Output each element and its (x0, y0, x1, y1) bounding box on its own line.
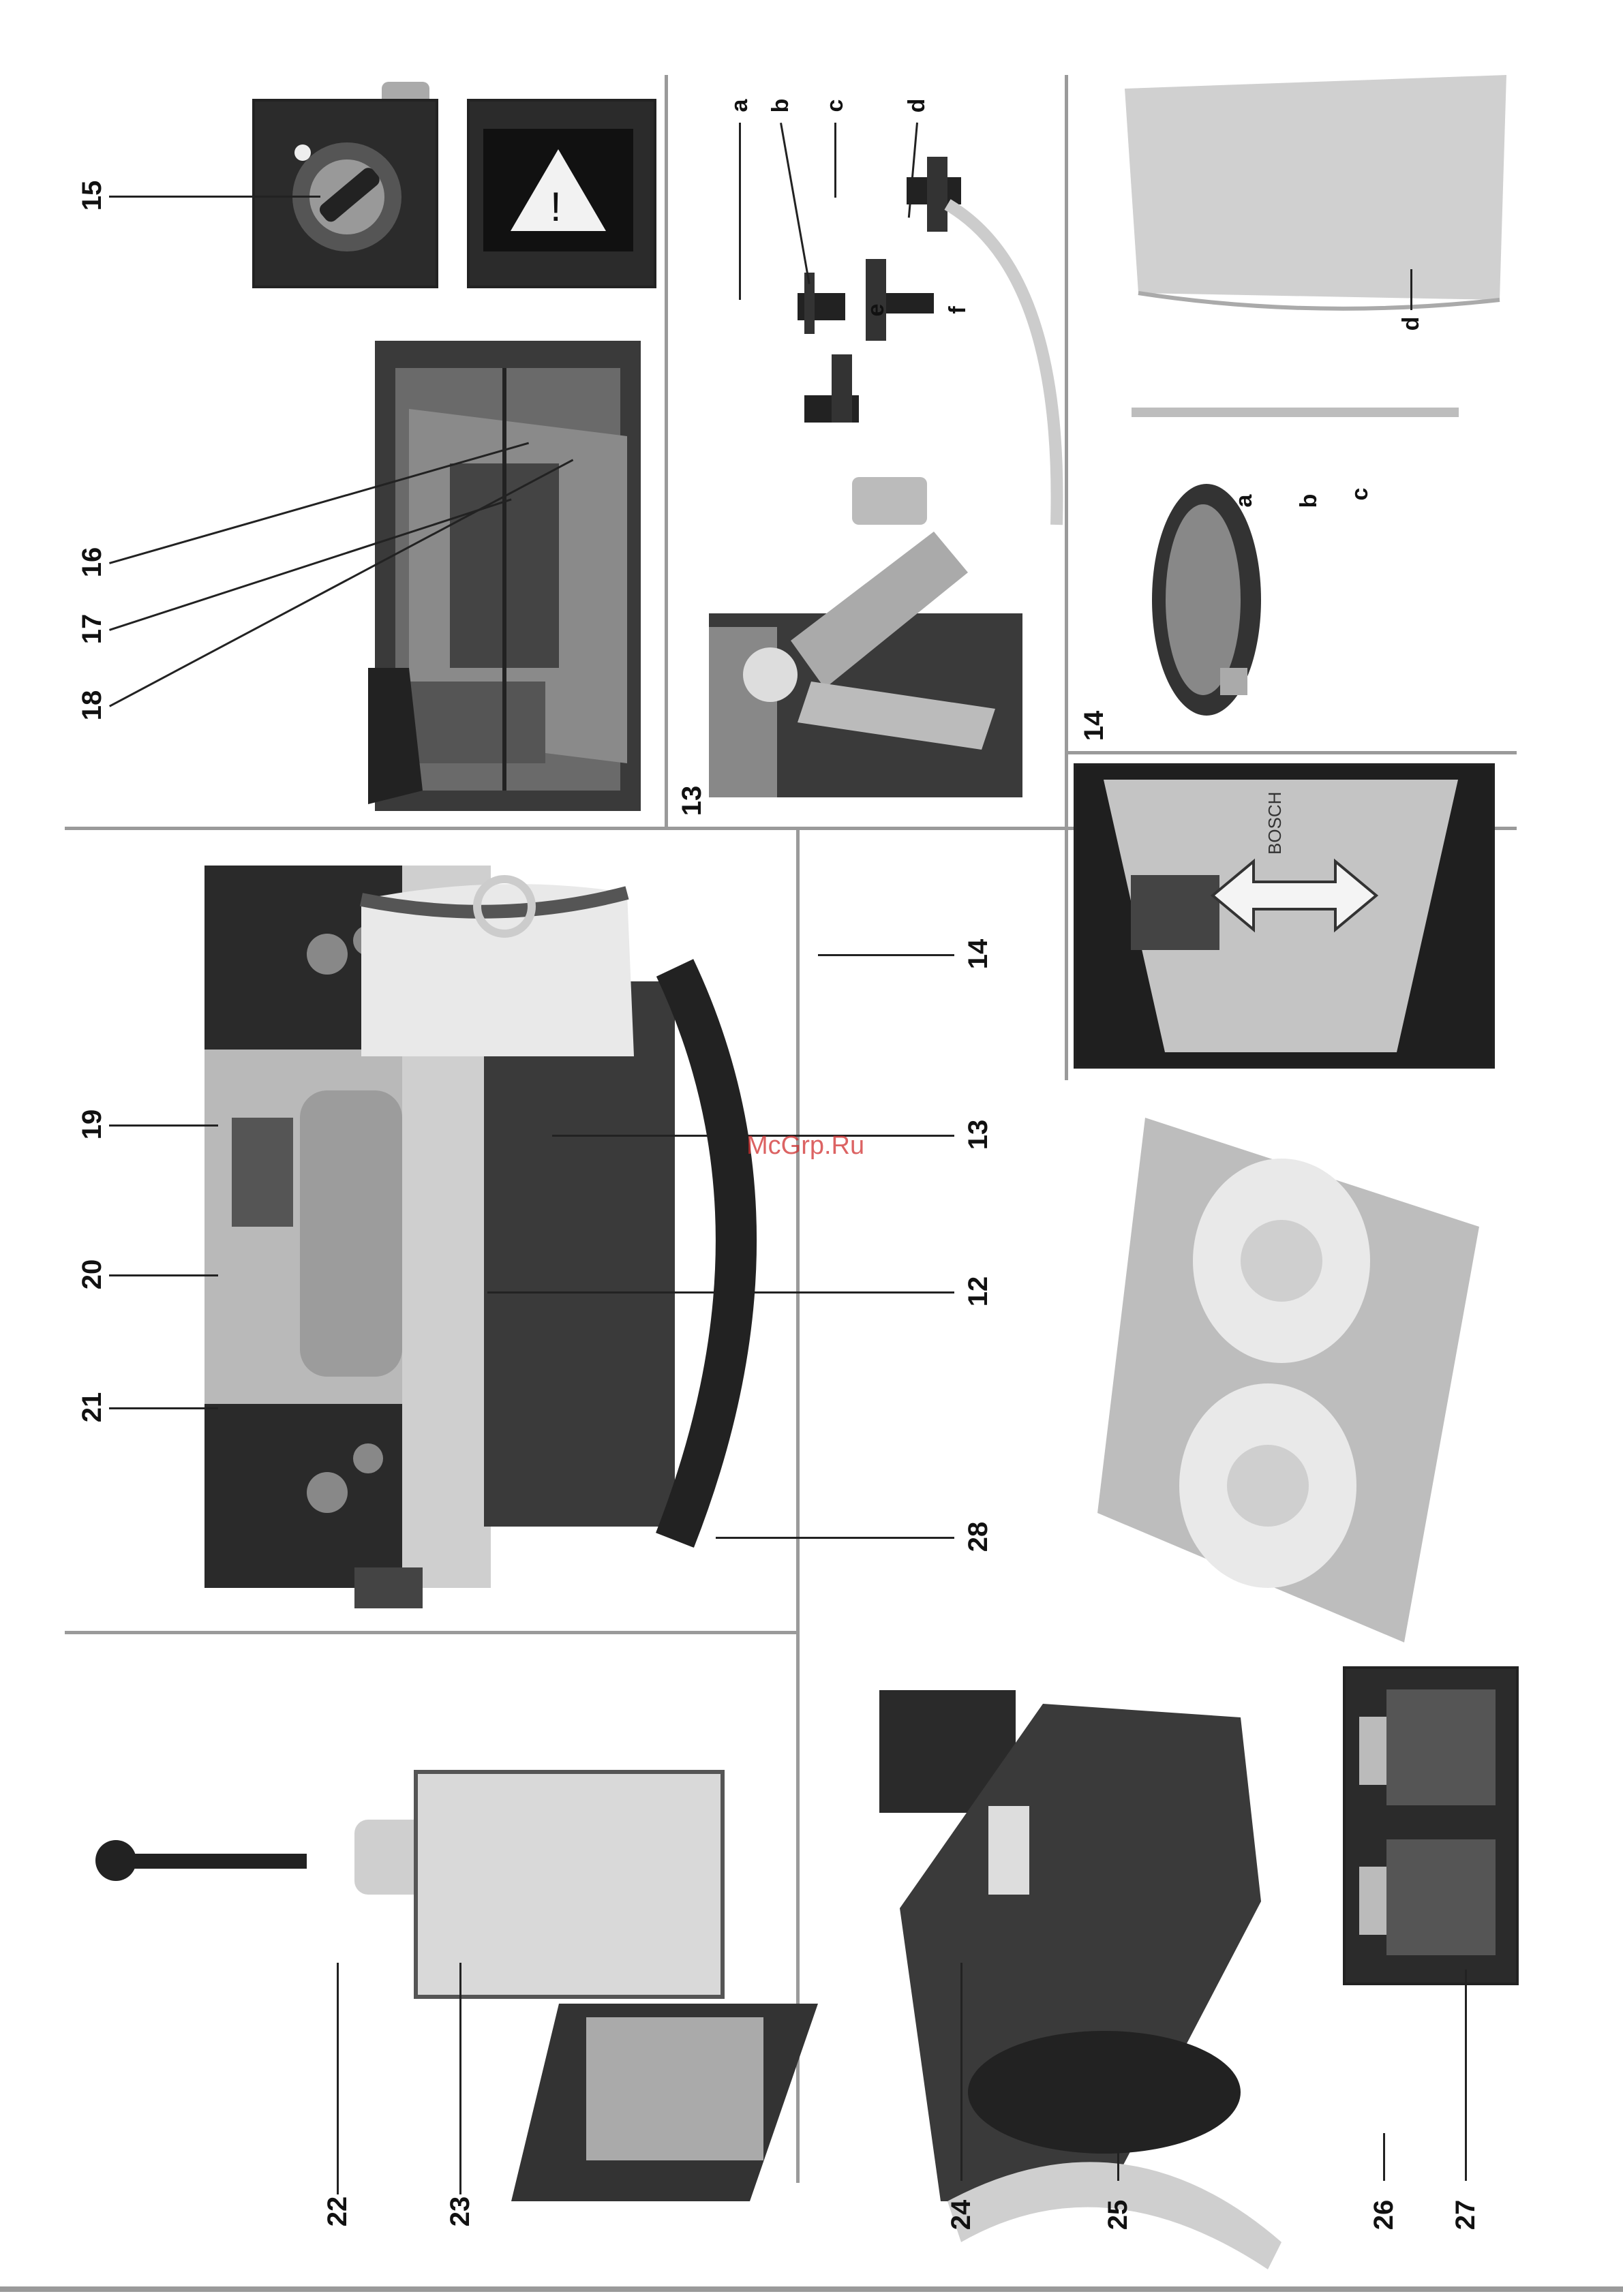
grounds-container-illustration (818, 1683, 1295, 2276)
leader-22 (337, 1963, 339, 2194)
figure-label-14: 14 (1077, 699, 1111, 753)
container-illustration (1118, 75, 1513, 307)
callout-18: 18 (75, 678, 109, 733)
figure-label-13: 13 (675, 774, 709, 828)
cup-tray-illustration (1084, 1104, 1493, 1649)
milk-cup-illustration (354, 859, 641, 1063)
callout-e: e (859, 283, 893, 337)
drawer-warning-icon: ! (470, 102, 654, 286)
callout-17: 17 (75, 602, 109, 656)
leader-21 (109, 1407, 218, 1409)
separator-right-lower (1065, 753, 1068, 1080)
callout-28: 28 (961, 1510, 995, 1564)
callout-14-b: b (1292, 474, 1326, 528)
callout-14: 14 (961, 927, 995, 981)
frother-photo (709, 532, 1022, 797)
leader-14-d (1410, 269, 1412, 310)
inset-drawer: ! (467, 99, 656, 288)
leader-19 (109, 1124, 218, 1127)
callout-19: 19 (75, 1097, 109, 1152)
callout-14-a: a (1227, 474, 1261, 528)
leader-15 (109, 196, 320, 198)
inset-rotary-knob (252, 99, 438, 288)
lid-illustration (1132, 477, 1295, 722)
water-tank-illustration (68, 1758, 798, 2276)
leader-c (834, 123, 836, 198)
inset-brew-units (1343, 1666, 1519, 1985)
frother-parts (723, 136, 1077, 545)
callout-21: 21 (75, 1380, 109, 1435)
separator-bottom (0, 2286, 1623, 2292)
separator-right-mid (1067, 751, 1517, 754)
leader-27 (1465, 1970, 1467, 2181)
leader-23 (459, 1963, 461, 2194)
leader-14 (818, 954, 954, 956)
separator-top-col1 (665, 75, 668, 828)
tube-rod (1132, 408, 1459, 417)
callout-14-c: c (1343, 467, 1377, 521)
callout-26: 26 (1367, 2188, 1401, 2242)
callout-13: 13 (961, 1107, 995, 1162)
leader-28 (716, 1537, 954, 1539)
svg-text:!: ! (550, 184, 562, 230)
leader-a (739, 123, 741, 300)
brew-unit-icon (1346, 1669, 1516, 1983)
leader-24 (960, 1963, 962, 2181)
callout-15: 15 (75, 168, 109, 223)
callout-24: 24 (944, 2188, 978, 2242)
leader-12 (487, 1291, 954, 1294)
brand-text: BOSCH (1264, 792, 1285, 855)
callout-16: 16 (75, 535, 109, 590)
watermark: McGrp.Ru (746, 1131, 864, 1161)
callout-27: 27 (1448, 2188, 1483, 2242)
callout-20: 20 (75, 1247, 109, 1302)
rotary-knob-icon (255, 102, 436, 286)
leader-20 (109, 1274, 218, 1276)
display-panel-illustration: BOSCH (1076, 766, 1492, 1066)
leader-26 (1383, 2133, 1385, 2181)
leader-25 (1117, 2072, 1119, 2181)
callout-f: f (941, 283, 975, 337)
callout-25: 25 (1101, 2188, 1135, 2242)
separator-mid-left (65, 1631, 798, 1634)
callout-12: 12 (961, 1264, 995, 1319)
display-panel-photo: BOSCH (1074, 763, 1495, 1069)
